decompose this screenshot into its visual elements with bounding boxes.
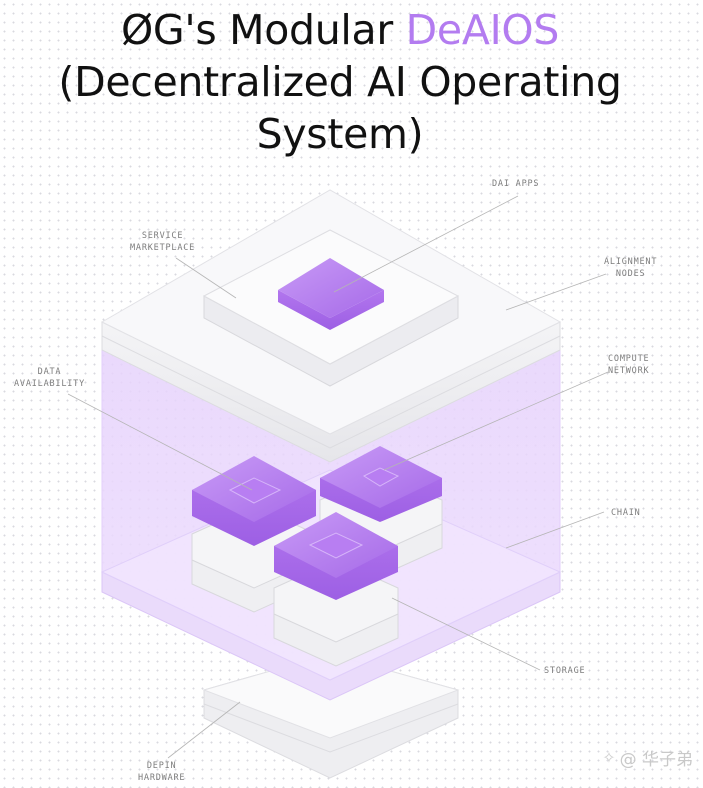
label-data-availability: DATA AVAILABILITY	[14, 367, 86, 389]
server-stack-back	[319, 446, 443, 577]
title-line-2: (Decentralized AI Operating	[58, 58, 622, 106]
label-service-marketplace: SERVICE MARKETPLACE	[130, 231, 196, 253]
title-line-1: ØG's Modular DeAIOS	[0, 4, 680, 56]
label-depin-hardware: DEPIN HARDWARE	[138, 761, 186, 783]
title-prefix: ØG's Modular	[120, 6, 406, 54]
label-storage: STORAGE	[544, 666, 586, 676]
leader-storage	[391, 597, 541, 671]
wechat-logo-icon: ✧	[602, 748, 616, 767]
server-stack-left	[191, 456, 317, 613]
leader-dai-apps	[333, 195, 519, 293]
leader-depin-hardware	[167, 701, 241, 759]
label-compute-network: COMPUTE NETWORK	[608, 354, 650, 376]
title-line-3: System)	[256, 110, 424, 158]
leader-compute-network	[383, 371, 609, 471]
leader-service-marketplace	[175, 257, 237, 299]
label-dai-apps: DAI APPS	[492, 179, 540, 189]
title-accent: DeAIOS	[405, 6, 560, 54]
page-title: ØG's Modular DeAIOS (Decentralized AI Op…	[0, 4, 680, 160]
leader-chain	[505, 511, 605, 549]
watermark-text: @ 华子弟	[619, 750, 693, 770]
leader-lines	[67, 195, 609, 759]
watermark: ✧ @ 华子弟	[602, 745, 693, 770]
leader-data-availability	[67, 393, 253, 491]
label-alignment-nodes: ALIGNMENT NODES	[604, 257, 658, 279]
dai-apps-block	[278, 258, 384, 330]
label-chain: CHAIN	[611, 508, 641, 518]
leader-alignment-nodes	[505, 273, 607, 311]
server-stack-front	[273, 512, 399, 667]
